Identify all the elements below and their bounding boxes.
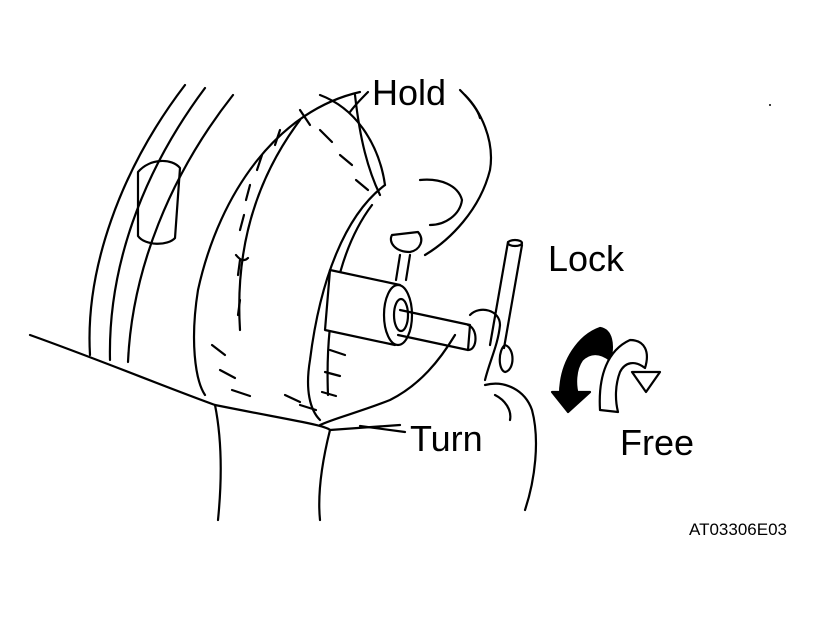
free-direction-arrow: [598, 338, 662, 414]
turning-rod: [396, 308, 477, 352]
torque-converter: [192, 90, 387, 412]
housing-rim: [88, 83, 235, 364]
leader-lines: [348, 88, 482, 434]
sleeve: [28, 333, 402, 522]
tool-cylinder: [323, 268, 414, 347]
label-lock: Lock: [548, 238, 625, 279]
label-turn: Turn: [410, 418, 483, 459]
lock-direction-arrow: [550, 326, 613, 414]
figure-code: AT03306E03: [689, 520, 787, 539]
label-free: Free: [620, 422, 695, 463]
lock-pin: [488, 238, 524, 350]
label-hold: Hold: [372, 72, 447, 113]
speck: [769, 104, 771, 106]
hand-turn: [318, 308, 538, 512]
hand-hold: [353, 93, 493, 282]
